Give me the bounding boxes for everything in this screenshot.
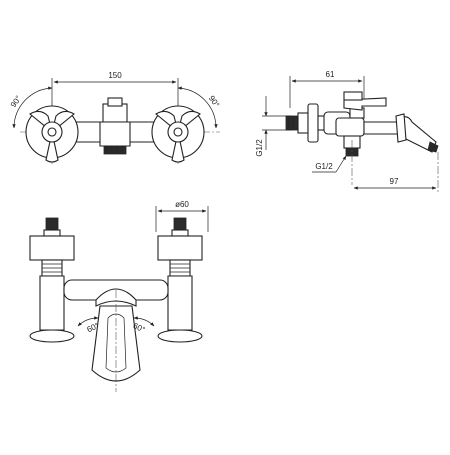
angle-right-label: 90° (207, 94, 221, 109)
front-knob-left (25, 105, 79, 163)
bottom-inlet-right (157, 217, 203, 343)
thread-inlet-label: G1/2 (255, 139, 264, 157)
bottom-inlet-left (29, 217, 75, 343)
diameter-label: ø60 (175, 200, 189, 209)
dimension-diameter: ø60 (155, 200, 209, 232)
thread-outlet-label: G1/2 (315, 162, 333, 171)
dimension-61-label: 61 (326, 70, 335, 79)
dimension-thread-outlet: G1/2 (312, 155, 347, 173)
center-outlet (99, 97, 131, 155)
dimension-150-label: 150 (108, 71, 122, 80)
front-knob-right (151, 105, 205, 163)
side-view: 61 G1/2 (255, 70, 439, 192)
angle-left-label: 90° (9, 94, 23, 109)
dimension-97: 97 (353, 177, 437, 190)
bottom-view: ø60 (29, 200, 209, 392)
dimension-97-label: 97 (390, 177, 399, 186)
dimension-61: 61 (289, 70, 365, 108)
front-view: 150 90° 90° (9, 71, 221, 165)
bottom-lever (91, 288, 141, 392)
